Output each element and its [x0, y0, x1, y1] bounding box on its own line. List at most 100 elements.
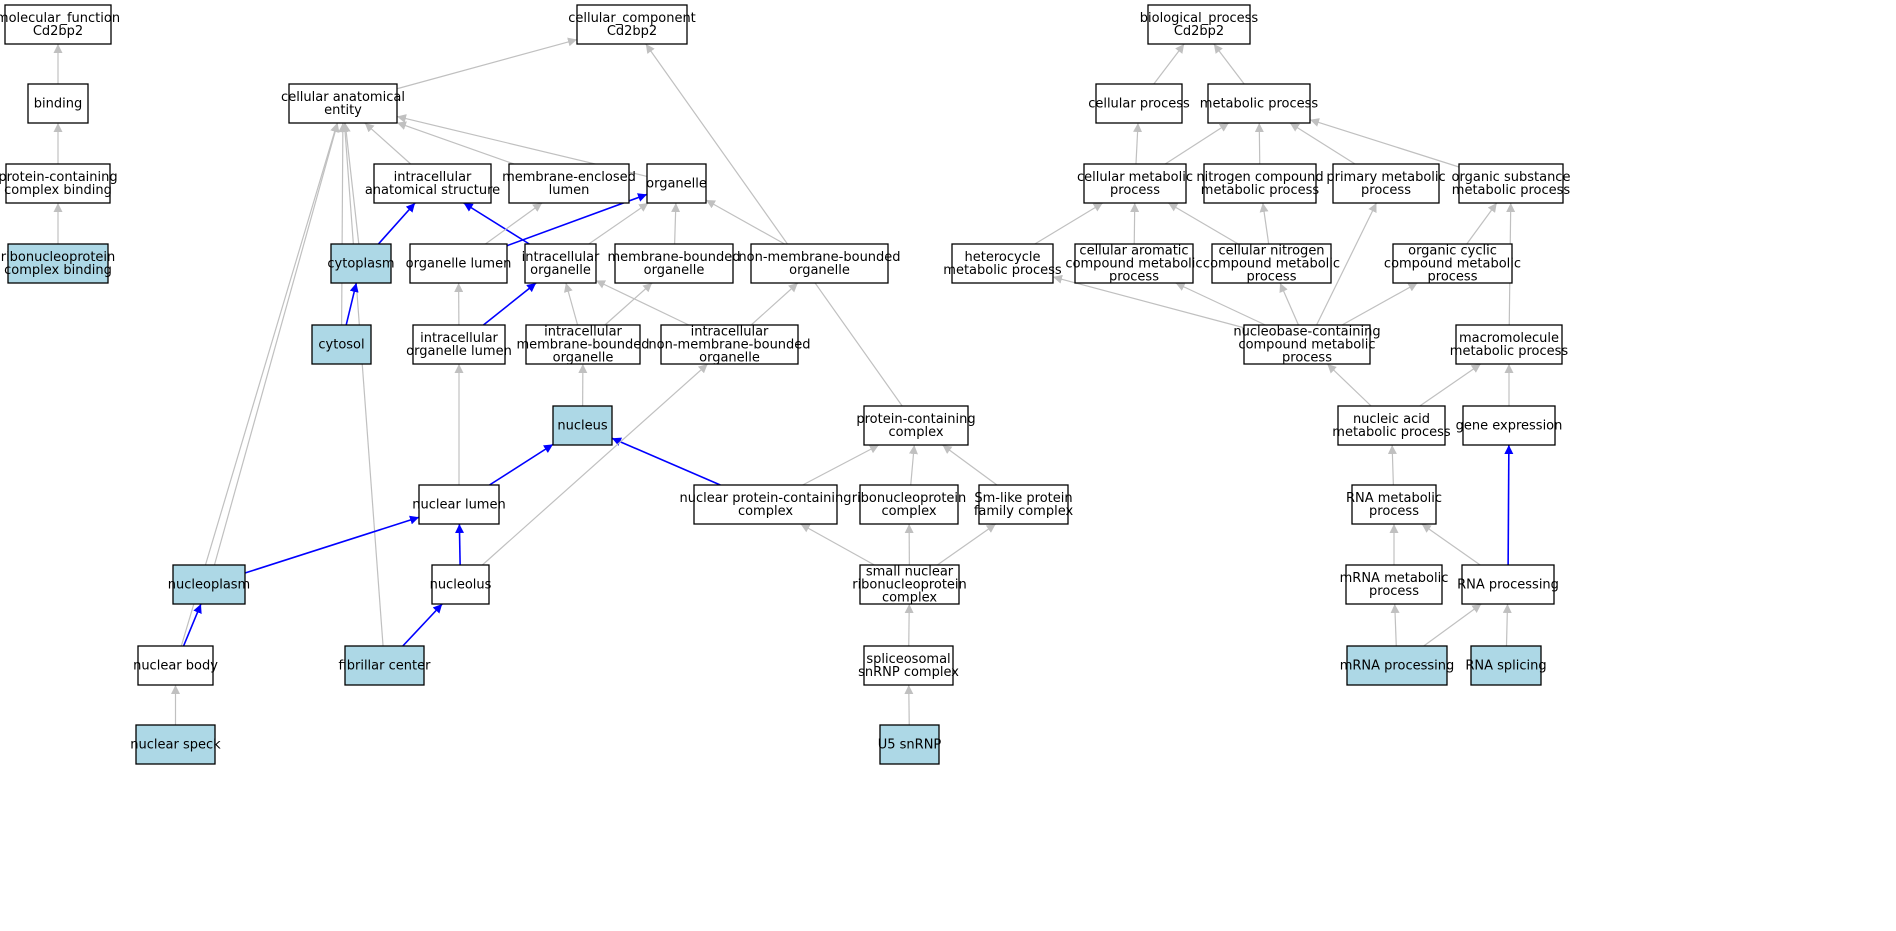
node-nspeck[interactable]: nuclear speck [130, 724, 221, 765]
node-label: RNA processing [1457, 578, 1559, 593]
edge-nlumen-to-nucleus [489, 443, 554, 486]
edge-cp-to-bp [1153, 43, 1185, 85]
node-label: process [1109, 270, 1159, 285]
node-nucleolus[interactable]: nucleolus [430, 564, 492, 605]
node-label: primary metabolic [1326, 170, 1445, 185]
node-label: family complex [974, 504, 1074, 519]
node-label: RNA splicing [1465, 659, 1546, 674]
edge-imbo-to-mbo [604, 282, 653, 326]
edge-mbo-to-org [671, 202, 681, 245]
node-cytosol[interactable]: cytosol [311, 324, 372, 365]
node-label: ribonucleoprotein [1, 250, 116, 265]
edge-ias-to-cae [364, 122, 412, 165]
node-nucleoplasm[interactable]: nucleoplasm [168, 564, 250, 605]
node-label: metabolic process [1332, 425, 1451, 440]
edge-rnpc-to-pcc [908, 444, 918, 486]
node-label: nuclear body [133, 659, 218, 674]
node-label: process [1369, 584, 1419, 599]
edge-npcc-to-nucleus [611, 437, 721, 486]
node-cyto[interactable]: cytoplasm [327, 243, 395, 284]
node-label: nuclear lumen [412, 498, 505, 513]
node-cp[interactable]: cellular process [1088, 83, 1190, 124]
node-box [859, 484, 959, 525]
node-box [646, 163, 707, 204]
node-label: ribonucleoprotein [852, 578, 967, 593]
node-box [859, 564, 960, 605]
node-org[interactable]: organelle [646, 163, 707, 204]
edge-snrnp-to-smlike [936, 523, 997, 566]
node-orglum[interactable]: organelle lumen [406, 243, 512, 284]
node-label: intracellular [394, 170, 472, 185]
node-label: complex [888, 425, 943, 440]
edge-pmp-to-mp [1289, 122, 1356, 165]
edge-namp-to-mmp [1419, 363, 1482, 407]
node-ge[interactable]: gene expression [1456, 405, 1563, 446]
node-box [137, 645, 214, 686]
edge-rs-to-rp [1502, 603, 1512, 647]
edge-rmp-to-namp [1387, 444, 1397, 486]
node-box [1083, 163, 1187, 204]
node-label: compound metabolic [1203, 257, 1340, 272]
edge-smlike-to-pcc [942, 444, 998, 486]
node-label: complex binding [4, 263, 112, 278]
node-box [409, 243, 508, 284]
node-inmbo[interactable]: intracellularnon-membrane-boundedorganel… [648, 324, 811, 366]
node-label: process [1247, 270, 1297, 285]
edge-nbcmp-to-occmp [1341, 282, 1418, 326]
node-rs[interactable]: RNA splicing [1465, 645, 1547, 686]
node-nucleus[interactable]: nucleus [552, 405, 613, 446]
node-u5[interactable]: U5 snRNP [878, 724, 942, 765]
node-label: nucleic acid [1353, 412, 1430, 427]
node-mrp[interactable]: mRNA processing [1340, 645, 1455, 686]
node-rp[interactable]: RNA processing [1457, 564, 1559, 605]
node-box [418, 484, 500, 525]
node-box [951, 243, 1054, 284]
node-mp[interactable]: metabolic process [1200, 83, 1319, 124]
node-label: intracellular [691, 325, 769, 340]
node-label: metabolic process [1201, 183, 1320, 198]
node-box [7, 243, 109, 284]
node-label: U5 snRNP [878, 738, 942, 753]
edge-snrnp-to-npcc [800, 523, 875, 566]
node-nbody[interactable]: nuclear body [133, 645, 218, 686]
node-nlumen[interactable]: nuclear lumen [412, 484, 506, 525]
edge-fibc-to-nucleolus [402, 603, 443, 647]
node-binding[interactable]: binding [27, 83, 89, 124]
node-label: process [1361, 183, 1411, 198]
node-label: organic substance [1452, 170, 1571, 185]
node-fibc[interactable]: fibrillar center [339, 645, 432, 686]
edge-inmbo-to-nmbo [750, 282, 799, 326]
